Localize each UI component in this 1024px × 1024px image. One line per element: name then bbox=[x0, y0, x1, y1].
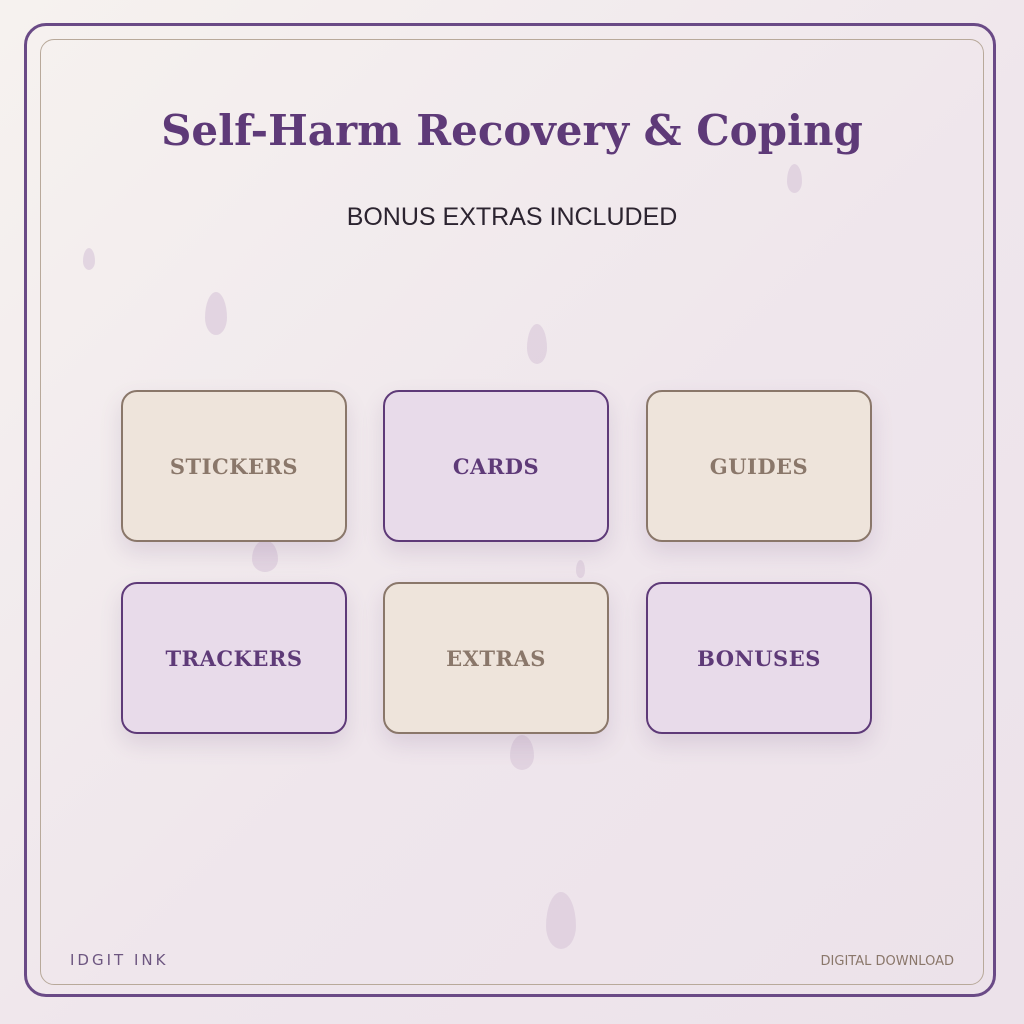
petal-decoration bbox=[576, 560, 585, 578]
card-cards: CARDS bbox=[383, 390, 609, 542]
card-label: STICKERS bbox=[169, 453, 299, 479]
card-label: GUIDES bbox=[709, 453, 809, 479]
card-bonuses: BONUSES bbox=[646, 582, 872, 734]
card-label: BONUSES bbox=[697, 645, 821, 671]
digital-download-label: DIGITAL DOWNLOAD bbox=[820, 954, 954, 969]
card-label: TRACKERS bbox=[165, 645, 303, 671]
petal-decoration bbox=[787, 164, 802, 193]
card-guides: GUIDES bbox=[646, 390, 872, 542]
petal-decoration bbox=[83, 248, 95, 270]
card-trackers: TRACKERS bbox=[121, 582, 347, 734]
petal-decoration bbox=[252, 540, 278, 572]
inner-frame-border bbox=[40, 39, 984, 985]
card-label: CARDS bbox=[452, 453, 540, 479]
page-subtitle: BONUS EXTRAS INCLUDED bbox=[346, 203, 678, 231]
card-label: EXTRAS bbox=[446, 645, 546, 671]
petal-decoration bbox=[527, 324, 547, 364]
brand-name: IDGIT INK bbox=[70, 951, 169, 969]
petal-decoration bbox=[510, 735, 534, 770]
petal-decoration bbox=[205, 292, 227, 335]
outer-frame-border bbox=[24, 23, 996, 997]
card-extras: EXTRAS bbox=[383, 582, 609, 734]
card-stickers: STICKERS bbox=[121, 390, 347, 542]
page-title: Self-Harm Recovery & Coping bbox=[161, 106, 863, 155]
petal-decoration bbox=[546, 892, 576, 949]
